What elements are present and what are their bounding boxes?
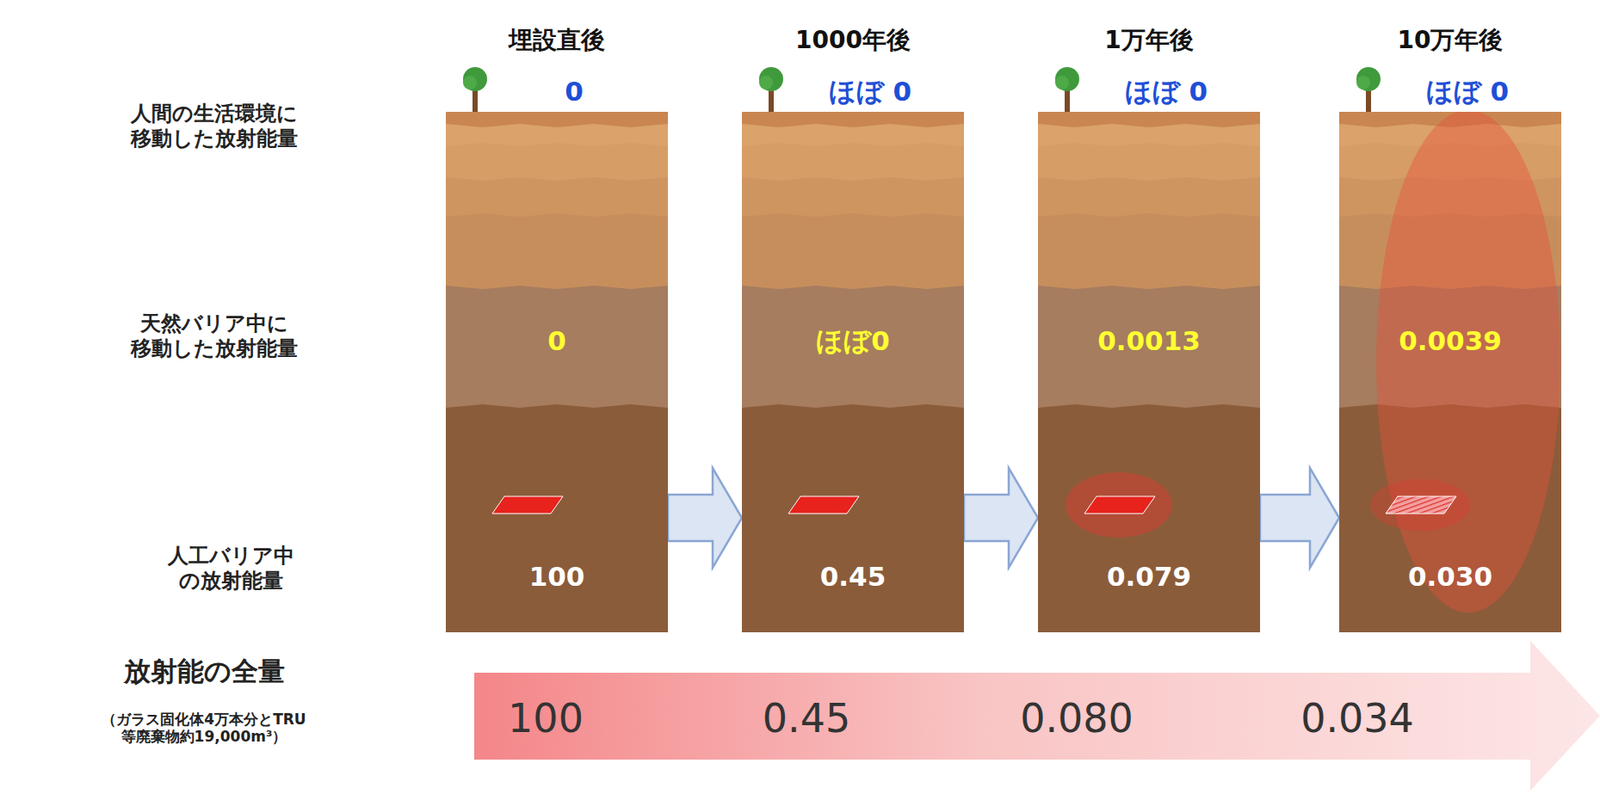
flow-arrow bbox=[963, 468, 1038, 569]
engineered-barrier-value: 0.45 bbox=[741, 561, 964, 594]
natural-barrier-value: 0.0013 bbox=[1037, 325, 1261, 358]
engineered-barrier-value: 0.030 bbox=[1339, 561, 1562, 594]
tree-icon bbox=[753, 61, 789, 114]
total-label: 放射能の全量 bbox=[74, 655, 334, 688]
ground-cross-section bbox=[741, 111, 964, 633]
ground-panel: 10万年後ほぼ 0 0.0039 0.030 bbox=[1339, 17, 1562, 633]
time-heading: 10万年後 bbox=[1339, 25, 1562, 56]
row-label: 天然バリア中に 移動した放射能量 bbox=[115, 311, 314, 362]
time-heading: 埋設直後 bbox=[445, 25, 668, 56]
surface-value: ほぼ 0 bbox=[1373, 75, 1562, 108]
tree-icon bbox=[1351, 61, 1386, 114]
total-value: 0.034 bbox=[1254, 695, 1461, 743]
ground-cross-section bbox=[445, 111, 668, 633]
engineered-barrier-value: 100 bbox=[445, 561, 668, 594]
ground-panel: 1万年後ほぼ 0 0.0013 0.079 bbox=[1037, 17, 1261, 633]
ground-cross-section bbox=[1339, 111, 1562, 633]
surface-value: 0 bbox=[480, 75, 668, 108]
total-note: （ガラス固化体4万本分とTRU 等廃棄物約19,000m³） bbox=[61, 710, 346, 747]
total-value: 0.080 bbox=[973, 695, 1180, 743]
ground-panel: 埋設直後 0 0 100 bbox=[445, 17, 668, 633]
total-value: 0.45 bbox=[703, 695, 910, 743]
surface-value: ほぼ 0 bbox=[776, 75, 964, 108]
tree-icon bbox=[457, 61, 493, 114]
row-label: 人間の生活環境に 移動した放射能量 bbox=[115, 101, 314, 152]
total-arrow: 1000.450.0800.034 bbox=[474, 641, 1600, 791]
surface-value: ほぼ 0 bbox=[1072, 75, 1261, 108]
ground-cross-section bbox=[1037, 111, 1261, 633]
natural-barrier-value: 0 bbox=[445, 325, 668, 358]
row-label: 人工バリア中 の放射能量 bbox=[144, 543, 317, 594]
flow-arrow bbox=[1260, 468, 1340, 569]
ground-panel: 1000年後ほぼ 0 ほぼ0 0.45 bbox=[741, 17, 964, 633]
engineered-barrier-value: 0.079 bbox=[1037, 561, 1261, 594]
time-heading: 1000年後 bbox=[741, 25, 964, 56]
natural-barrier-value: ほぼ0 bbox=[741, 325, 964, 358]
tree-icon bbox=[1050, 61, 1085, 114]
flow-arrow bbox=[667, 468, 742, 569]
total-value: 100 bbox=[442, 695, 649, 743]
time-heading: 1万年後 bbox=[1037, 25, 1261, 56]
natural-barrier-value: 0.0039 bbox=[1339, 325, 1562, 358]
